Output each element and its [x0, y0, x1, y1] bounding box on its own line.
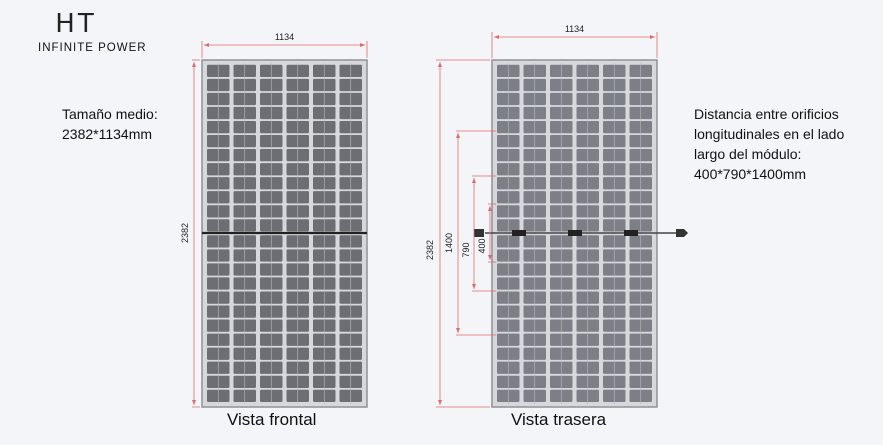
front-view-caption: Vista frontal: [227, 410, 317, 429]
junction-box-left: [512, 230, 526, 236]
back-width-label: 1134: [565, 24, 584, 34]
back-width-dimension: 1134: [491, 24, 658, 58]
connector-right: [676, 229, 688, 237]
front-width-label: 1134: [275, 32, 294, 42]
back-height-label: 2382: [425, 240, 435, 260]
holes-note-line4: 400*790*1400mm: [694, 166, 807, 182]
size-note: Tamaño medio: 2382*1134mm: [62, 104, 158, 144]
size-note-line2: 2382*1134mm: [62, 126, 153, 142]
holes-note-line2: longitudinales en el lado: [694, 126, 845, 142]
back-cell-grid: [497, 63, 652, 404]
junction-box-middle: [568, 230, 582, 236]
junction-box-right: [624, 230, 638, 236]
hole-label-790: 790: [461, 242, 471, 257]
front-width-dimension: 1134: [201, 32, 368, 58]
hole-label-400: 400: [477, 238, 487, 253]
holes-note-line3: largo del módulo:: [694, 146, 802, 162]
holes-note: Distancia entre orificios longitudinales…: [694, 104, 844, 184]
front-height-dimension: 2382: [180, 59, 200, 408]
front-height-label: 2382: [180, 223, 190, 243]
back-height-dimension: 2382: [425, 59, 490, 408]
connector-left: [474, 229, 484, 237]
front-cell-grid: [207, 63, 362, 404]
brand-logo: HT INFINITE POWER: [38, 10, 158, 54]
holes-note-line1: Distancia entre orificios: [694, 106, 839, 122]
logo-mark: HT: [55, 9, 97, 39]
back-view-caption: Vista trasera: [511, 410, 607, 429]
size-note-line1: Tamaño medio:: [62, 106, 158, 122]
logo-subtitle: INFINITE POWER: [38, 42, 147, 54]
hole-label-1400: 1400: [444, 233, 454, 253]
hole-dimensions: 1400 790 400: [444, 130, 496, 336]
front-panel: [201, 59, 368, 408]
back-panel: [474, 59, 688, 408]
